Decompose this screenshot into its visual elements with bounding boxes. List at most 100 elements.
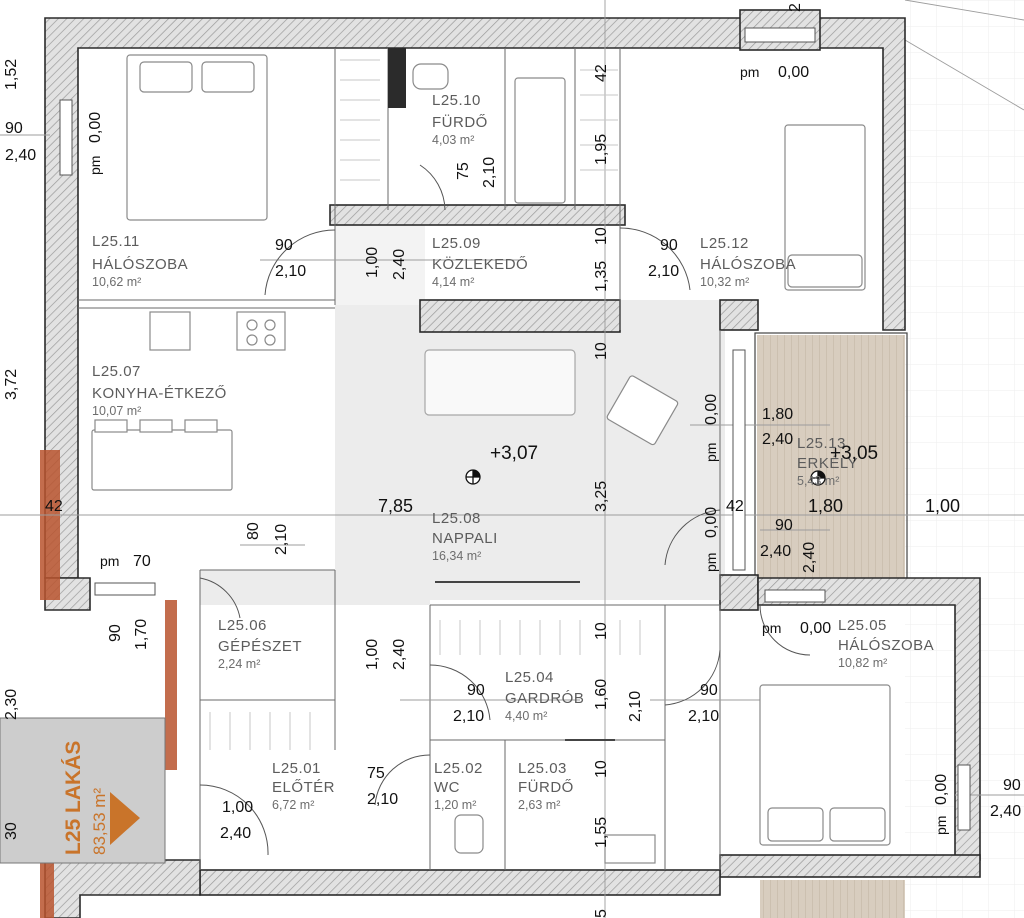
room-id: L25.01 bbox=[272, 760, 321, 777]
dim-label: 2,30 bbox=[3, 689, 20, 720]
dim-label: 1,70 bbox=[133, 619, 150, 650]
apartment-entry-area bbox=[0, 717, 166, 864]
dim-label: 2,10 bbox=[648, 263, 679, 280]
room-area: 16,34 m² bbox=[432, 549, 481, 563]
dim-label: 42 bbox=[593, 64, 610, 82]
dimension-labels-vertical: 1,52 pm 0,00 42 1,95 75 2,10 1,00 2,40 1… bbox=[3, 3, 950, 918]
dimension-labels: 90 2,40 90 2,10 90 2,10 1,80 2,40 42 7,8… bbox=[5, 64, 1021, 842]
dim-label: 1,00 bbox=[925, 496, 960, 516]
dim-label: 2,10 bbox=[453, 708, 484, 725]
dim-label: 2,40 bbox=[391, 249, 408, 280]
room-area: 2,24 m² bbox=[218, 657, 260, 671]
dim-label: 0,00 bbox=[778, 64, 809, 81]
room-name: GÉPÉSZET bbox=[218, 638, 302, 655]
dim-label: 80 bbox=[245, 522, 262, 540]
room-area: 10,62 m² bbox=[92, 275, 141, 289]
pm-label: pm bbox=[740, 64, 759, 80]
dim-label: 1,80 bbox=[808, 496, 843, 516]
balcony-floor bbox=[757, 335, 905, 580]
dim-label: 1,00 bbox=[364, 639, 381, 670]
furniture bbox=[91, 54, 891, 864]
dim-label: 0,00 bbox=[703, 507, 720, 538]
room-area: 10,07 m² bbox=[92, 404, 141, 418]
dim-label: 1,52 bbox=[3, 59, 20, 90]
room-name: FÜRDŐ bbox=[518, 778, 574, 796]
dim-label: 2 bbox=[787, 3, 804, 12]
entry-arrow-icon bbox=[110, 792, 140, 845]
room-area: 1,20 m² bbox=[434, 798, 476, 812]
room-labels: L25.11 HÁLÓSZOBA 10,62 m² L25.10 FÜRDŐ 4… bbox=[92, 92, 934, 812]
dim-label: 0,00 bbox=[87, 112, 104, 143]
pm-label: pm bbox=[762, 620, 781, 636]
room-name: HÁLÓSZOBA bbox=[700, 256, 796, 273]
dim-label: 2,40 bbox=[762, 431, 793, 448]
dim-label: 1,95 bbox=[593, 134, 610, 165]
apartment-area: 83,53 m² bbox=[90, 788, 109, 855]
dim-label: 70 bbox=[133, 553, 151, 570]
room-id: L25.03 bbox=[518, 760, 567, 777]
dim-label: 90 bbox=[700, 682, 718, 699]
room-area: 6,72 m² bbox=[272, 798, 314, 812]
dim-label: 0,00 bbox=[703, 394, 720, 425]
room-name: NAPPALI bbox=[432, 530, 498, 547]
dim-label: 75 bbox=[367, 765, 385, 782]
pm-label: pm bbox=[87, 156, 103, 175]
dim-label: 90 bbox=[5, 120, 23, 137]
dim-label: 2,10 bbox=[688, 708, 719, 725]
room-name: ERKÉLY bbox=[797, 455, 858, 472]
apartment-name: L25 LAKÁS bbox=[62, 741, 85, 855]
dim-label: 90 bbox=[1003, 777, 1021, 794]
room-id: L25.10 bbox=[432, 92, 481, 109]
dim-label: 2,10 bbox=[273, 524, 290, 555]
room-area: 2,63 m² bbox=[518, 798, 560, 812]
room-name: HÁLÓSZOBA bbox=[92, 256, 188, 273]
dim-label: 90 bbox=[107, 624, 124, 642]
room-area: 4,03 m² bbox=[432, 133, 474, 147]
dim-label: 2,40 bbox=[990, 803, 1021, 820]
room-name: KÖZLEKEDŐ bbox=[432, 255, 528, 273]
dim-label: 10 bbox=[593, 342, 610, 360]
room-id: L25.13 bbox=[797, 435, 846, 452]
dim-label: 2,40 bbox=[5, 147, 36, 164]
walls bbox=[44, 9, 981, 918]
room-id: L25.09 bbox=[432, 235, 481, 252]
dim-label: 2,40 bbox=[760, 543, 791, 560]
dim-label: 1,00 bbox=[364, 247, 381, 278]
room-id: L25.06 bbox=[218, 617, 267, 634]
apartment-label: L25 LAKÁS 83,53 m² bbox=[62, 741, 109, 855]
room-area: 10,32 m² bbox=[700, 275, 749, 289]
dim-label: 3,72 bbox=[3, 369, 20, 400]
dim-label: 1,60 bbox=[593, 679, 610, 710]
dim-label: 2,10 bbox=[275, 263, 306, 280]
dim-label: 42 bbox=[45, 498, 63, 515]
pm-label: pm bbox=[703, 553, 719, 572]
dim-label: 0,00 bbox=[933, 774, 950, 805]
dim-label: 10 bbox=[593, 760, 610, 778]
level-markers bbox=[465, 469, 826, 486]
room-area: 4,40 m² bbox=[505, 709, 547, 723]
dim-label: 2,10 bbox=[481, 157, 498, 188]
dim-label: 90 bbox=[275, 237, 293, 254]
room-name: KONYHA-ÉTKEZŐ bbox=[92, 385, 227, 402]
room-id: L25.04 bbox=[505, 669, 554, 686]
dim-label: 2,40 bbox=[801, 542, 818, 573]
room-id: L25.08 bbox=[432, 510, 481, 527]
dim-label: 75 bbox=[455, 162, 472, 180]
room-name: GARDRÓB bbox=[505, 690, 584, 707]
dim-label: 10 bbox=[593, 622, 610, 640]
dim-label: 90 bbox=[467, 682, 485, 699]
dim-label: 1,80 bbox=[762, 406, 793, 423]
room-id: L25.11 bbox=[92, 233, 140, 250]
dim-label: 0,00 bbox=[800, 620, 831, 637]
pm-label: pm bbox=[100, 553, 119, 569]
room-id: L25.12 bbox=[700, 235, 749, 252]
room-name: WC bbox=[434, 779, 460, 796]
dim-label: 2,10 bbox=[627, 691, 644, 722]
room-id: L25.02 bbox=[434, 760, 483, 777]
dim-label: 90 bbox=[775, 517, 793, 534]
dim-label: 10 bbox=[593, 227, 610, 245]
dim-label: 2,40 bbox=[220, 825, 251, 842]
dim-label: 90 bbox=[660, 237, 678, 254]
living-level: +3,07 bbox=[490, 443, 538, 464]
